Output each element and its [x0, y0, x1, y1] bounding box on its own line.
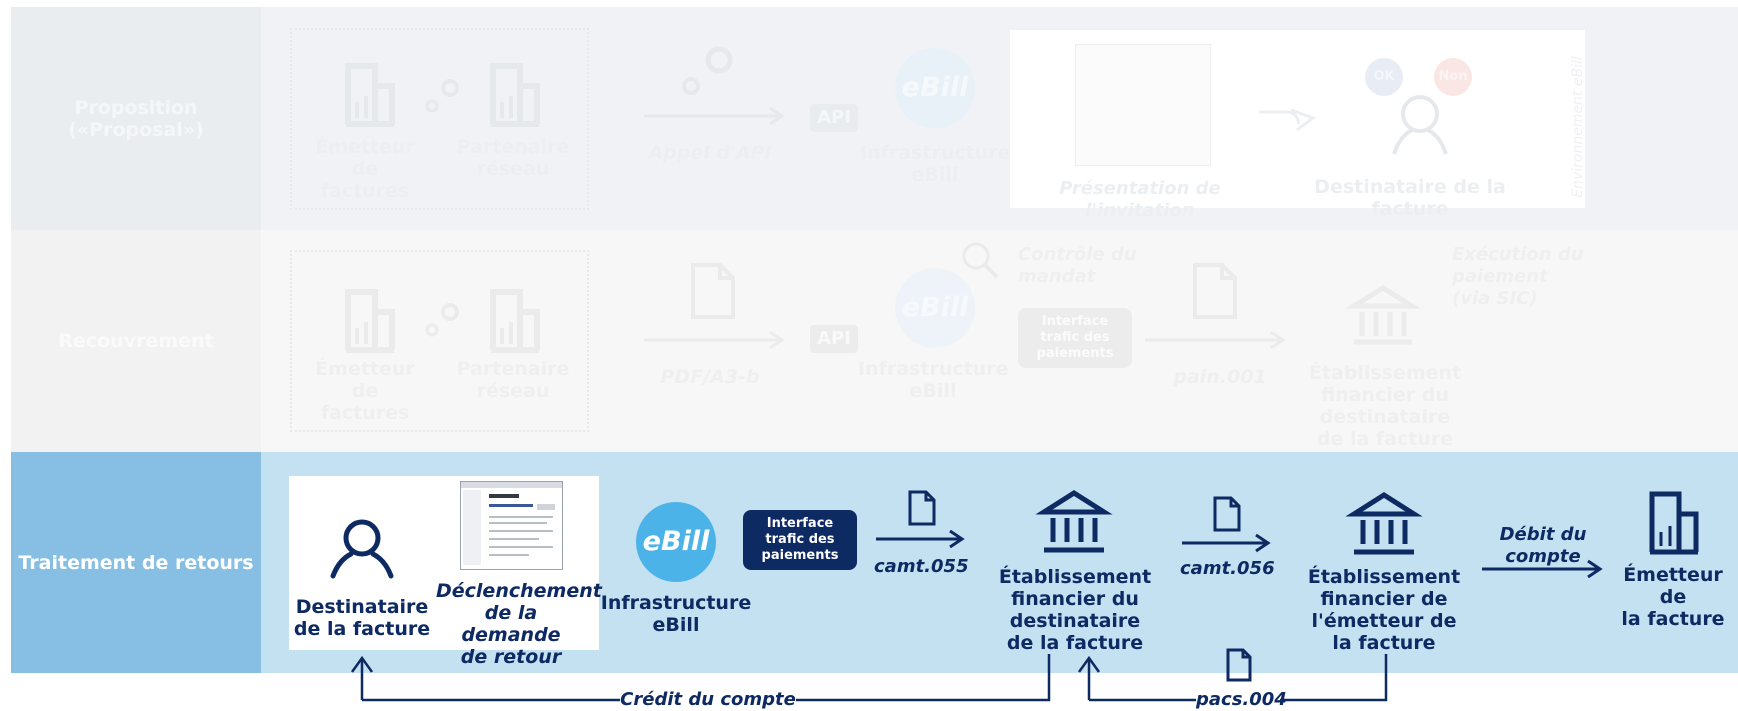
- building-icon: [490, 63, 540, 127]
- non-button: Non: [1434, 58, 1472, 96]
- recouvrement-pdf-label: PDF/A3-b: [660, 366, 760, 388]
- bank-icon: [1345, 492, 1423, 555]
- recouvrement-payment-interface: Interface trafic des paiements: [1018, 308, 1132, 368]
- gear-icon: [425, 79, 459, 113]
- recouvrement-issuer-box: [290, 250, 589, 432]
- arrow-icon: [876, 529, 965, 549]
- recouvrement-partner-label: Partenaire réseau: [456, 358, 570, 402]
- row-recouvrement-band: [11, 230, 1738, 452]
- building-icon: [345, 63, 395, 127]
- api-icon: API: [810, 104, 858, 132]
- proposal-invitation-label: Présentation de l'invitation: [1059, 178, 1221, 221]
- arrow-icon: [1182, 533, 1271, 553]
- screenshot-thumbnail: [460, 481, 563, 570]
- document-icon: [691, 263, 735, 319]
- recouvrement-pain-label: pain.001: [1173, 366, 1267, 388]
- retours-payment-interface: Interface trafic des paiements: [743, 510, 857, 570]
- document-icon: [1213, 496, 1241, 532]
- retours-recipient-label: Destinataire de la facture: [293, 596, 431, 640]
- proposal-ebill-logo: eBill: [895, 48, 975, 128]
- recouvrement-payment-exec-label: Exécution du paiement (via SIC): [1452, 244, 1584, 309]
- proposal-recipient-label: Destinataire de la facture: [1314, 176, 1506, 220]
- retours-issuer-bank-label: Établissement financier de l'émetteur de…: [1307, 566, 1461, 654]
- person-icon: [1392, 95, 1448, 155]
- bank-icon: [1035, 490, 1113, 553]
- screenshot-thumbnail: [1075, 44, 1211, 166]
- document-icon: [908, 490, 936, 526]
- retours-issuer-label: Émetteur de la facture: [1621, 564, 1725, 630]
- building-icon: [1649, 491, 1699, 555]
- bank-icon: [1345, 285, 1421, 345]
- retours-trigger-label: Déclenchement de la demande de retour: [436, 580, 602, 668]
- arrow-icon: [644, 330, 785, 350]
- gear-icon: [682, 46, 733, 95]
- retours-debit-label: Débit du compte: [1499, 524, 1587, 567]
- proposal-infrastructure-label: Infrastructure eBill: [860, 142, 1011, 186]
- proposal-partner-label: Partenaire réseau: [456, 136, 570, 180]
- gear-icon: [425, 303, 459, 337]
- retours-camt056-label: camt.056: [1180, 558, 1275, 579]
- building-icon: [345, 289, 395, 353]
- building-icon: [490, 289, 540, 353]
- arrow-icon: [1482, 559, 1603, 579]
- retours-recipient-bank-label: Établissement financier du destinataire …: [998, 566, 1152, 654]
- row-recouvrement-label: Recouvrement: [11, 230, 261, 452]
- recouvrement-ebill-logo: eBill: [895, 268, 975, 348]
- arrow-icon: [1145, 330, 1286, 350]
- retours-ebill-logo: eBill: [636, 502, 716, 582]
- recouvrement-mandate-label: Contrôle du mandat: [1018, 244, 1137, 287]
- recouvrement-issuer-label: Émetteur de factures: [315, 358, 415, 424]
- proposal-issuer-label: Émetteur de factures: [315, 136, 415, 202]
- proposal-api-call-label: Appel d'API: [648, 142, 772, 164]
- document-icon: [1226, 648, 1252, 682]
- proposal-issuer-box: [290, 28, 589, 210]
- search-icon: [962, 242, 999, 279]
- retours-infrastructure-label: Infrastructure eBill: [600, 592, 752, 636]
- person-icon: [330, 519, 394, 579]
- row-retours-label: Traitement de retours: [11, 452, 261, 673]
- document-icon: [1193, 263, 1237, 319]
- arrow-icon: [644, 106, 785, 126]
- api-icon: API: [810, 325, 858, 353]
- row-proposal-label: Proposition («Proposal»): [11, 7, 261, 230]
- recouvrement-bank-label: Établissement financier du destinataire …: [1308, 362, 1462, 450]
- ok-button: OK: [1365, 58, 1403, 96]
- retours-credit-label: Crédit du compte: [620, 689, 796, 710]
- retours-pacs-label: pacs.004: [1196, 689, 1287, 710]
- arrow-icon: [1259, 108, 1317, 132]
- recouvrement-infrastructure-label: Infrastructure eBill: [858, 358, 1009, 402]
- retours-camt055-label: camt.055: [874, 556, 969, 577]
